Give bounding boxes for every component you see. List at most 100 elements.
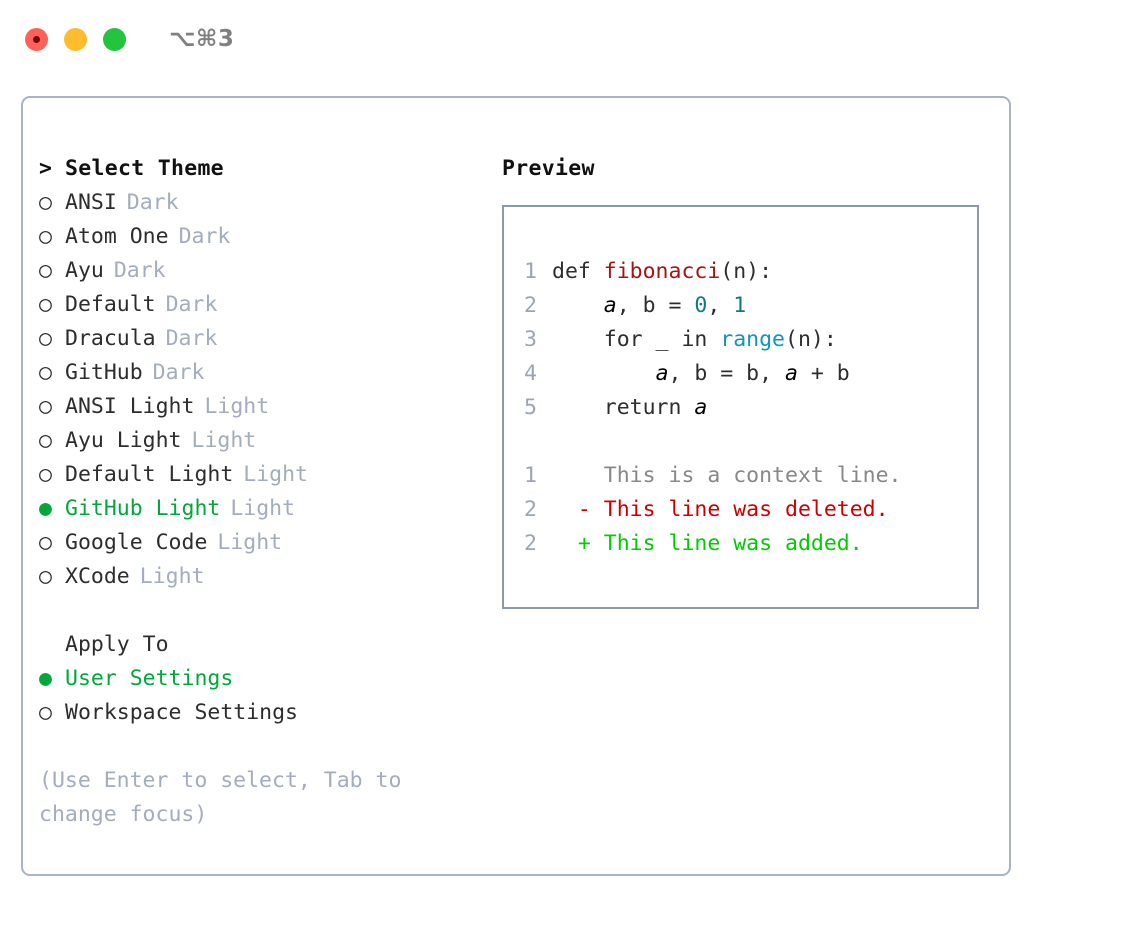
radio-unselected-icon: ○: [39, 258, 52, 283]
theme-option-label: GitHub Light: [65, 496, 221, 521]
theme-option-label: Google Code: [65, 530, 208, 555]
theme-option-label: Ayu Light: [65, 428, 182, 453]
code-token: a: [603, 293, 617, 318]
window-shortcut-label: ⌥⌘3: [169, 26, 235, 52]
theme-option-label: Ayu: [65, 258, 104, 283]
radio-selected-icon: ●: [39, 496, 52, 521]
theme-option-github-light[interactable]: ● GitHub Light Light: [39, 492, 469, 526]
zoom-button[interactable]: [103, 27, 126, 51]
apply-to-option-workspace-settings[interactable]: ○Workspace Settings: [39, 696, 469, 730]
apply-to-heading-spacer: ○: [39, 628, 65, 662]
title-bar: ⌥⌘3: [0, 0, 1140, 78]
theme-option-atom-one[interactable]: ○ Atom One Dark: [39, 220, 469, 254]
code-token: range: [720, 327, 786, 352]
code-token: , b = b,: [668, 361, 786, 386]
code-line: 3 for _ in range(n):: [524, 323, 977, 357]
apply-to-list: ●User Settings○Workspace Settings: [39, 662, 469, 730]
theme-option-label: Default Light: [65, 462, 234, 487]
theme-option-tag: Light: [243, 462, 309, 487]
code-line-content: return a: [552, 391, 708, 425]
code-line-number: 4: [524, 361, 537, 386]
theme-option-label: Atom One: [65, 224, 169, 249]
theme-option-tag: Dark: [165, 292, 218, 317]
code-line: 5 return a: [524, 391, 977, 425]
apply-to-option-user-settings[interactable]: ●User Settings: [39, 662, 469, 696]
code-line-content: def fibonacci(n):: [552, 255, 772, 289]
theme-option-tag: Dark: [113, 258, 166, 283]
diff-line-content: - This line was deleted.: [552, 497, 889, 522]
code-line-number: 2: [524, 293, 537, 318]
keyboard-hint: (Use Enter to select, Tab to change focu…: [39, 768, 402, 827]
theme-option-label: ANSI Light: [65, 394, 195, 419]
code-token: + b: [797, 361, 850, 386]
diff-line: 1 This is a context line.: [524, 459, 977, 493]
code-line: 1 def fibonacci(n):: [524, 255, 977, 289]
minimize-button[interactable]: [64, 27, 87, 51]
radio-unselected-icon: ○: [39, 224, 52, 249]
radio-unselected-icon: ○: [39, 326, 52, 351]
code-token: ,: [707, 293, 734, 318]
theme-option-ansi-light[interactable]: ○ ANSI Light Light: [39, 390, 469, 424]
apply-to-heading-label: Apply To: [65, 632, 169, 657]
diff-line-content: + This line was added.: [552, 531, 863, 556]
code-diff-spacer: [524, 425, 977, 459]
theme-option-google-code[interactable]: ○ Google Code Light: [39, 526, 469, 560]
theme-option-tag: Dark: [178, 224, 231, 249]
theme-option-tag: Dark: [165, 326, 218, 351]
theme-picker-heading-label: Select Theme: [65, 156, 224, 181]
code-token: a: [655, 361, 669, 386]
radio-selected-icon: ●: [39, 666, 52, 691]
prompt-caret-icon: >: [39, 156, 52, 181]
theme-option-label: Default: [65, 292, 156, 317]
theme-option-dracula[interactable]: ○ Dracula Dark: [39, 322, 469, 356]
code-token: =: [655, 293, 695, 318]
theme-option-tag: Light: [204, 394, 270, 419]
apply-to-heading: ○ Apply To: [39, 628, 469, 662]
close-button[interactable]: [25, 27, 48, 51]
theme-option-label: GitHub: [65, 360, 143, 385]
code-line: 2 a, b = 0, 1: [524, 289, 977, 323]
code-token: fibonacci: [603, 259, 721, 284]
code-token: a: [785, 361, 798, 386]
diff-sample: 1 This is a context line.2 - This line w…: [524, 459, 977, 561]
radio-unselected-icon: ○: [39, 530, 52, 555]
code-token: b: [642, 293, 656, 318]
diff-line: 2 - This line was deleted.: [524, 493, 977, 527]
theme-option-tag: Dark: [152, 360, 205, 385]
diff-line-number: 2: [524, 531, 537, 556]
apply-to-option-label: Workspace Settings: [65, 700, 298, 725]
traffic-light-group: [25, 27, 126, 51]
radio-unselected-icon: ○: [39, 564, 52, 589]
code-line-content: a, b = b, a + b: [552, 357, 850, 391]
theme-option-tag: Light: [217, 530, 283, 555]
diff-line-number: 2: [524, 497, 537, 522]
code-token: return: [603, 395, 695, 420]
code-token: def: [552, 259, 604, 284]
theme-option-tag: Light: [230, 496, 296, 521]
theme-option-ayu[interactable]: ○ Ayu Dark: [39, 254, 469, 288]
radio-unselected-icon: ○: [39, 394, 52, 419]
theme-picker-heading: > Select Theme: [39, 152, 469, 186]
theme-option-label: Dracula: [65, 326, 156, 351]
theme-option-tag: Light: [191, 428, 257, 453]
code-token: (n):: [785, 327, 837, 352]
preview-title: Preview: [502, 156, 595, 181]
theme-option-label: XCode: [65, 564, 130, 589]
code-line-number: 1: [524, 259, 537, 284]
code-token: 1: [733, 293, 747, 318]
code-token: 0: [694, 293, 708, 318]
code-line-number: 3: [524, 327, 537, 352]
